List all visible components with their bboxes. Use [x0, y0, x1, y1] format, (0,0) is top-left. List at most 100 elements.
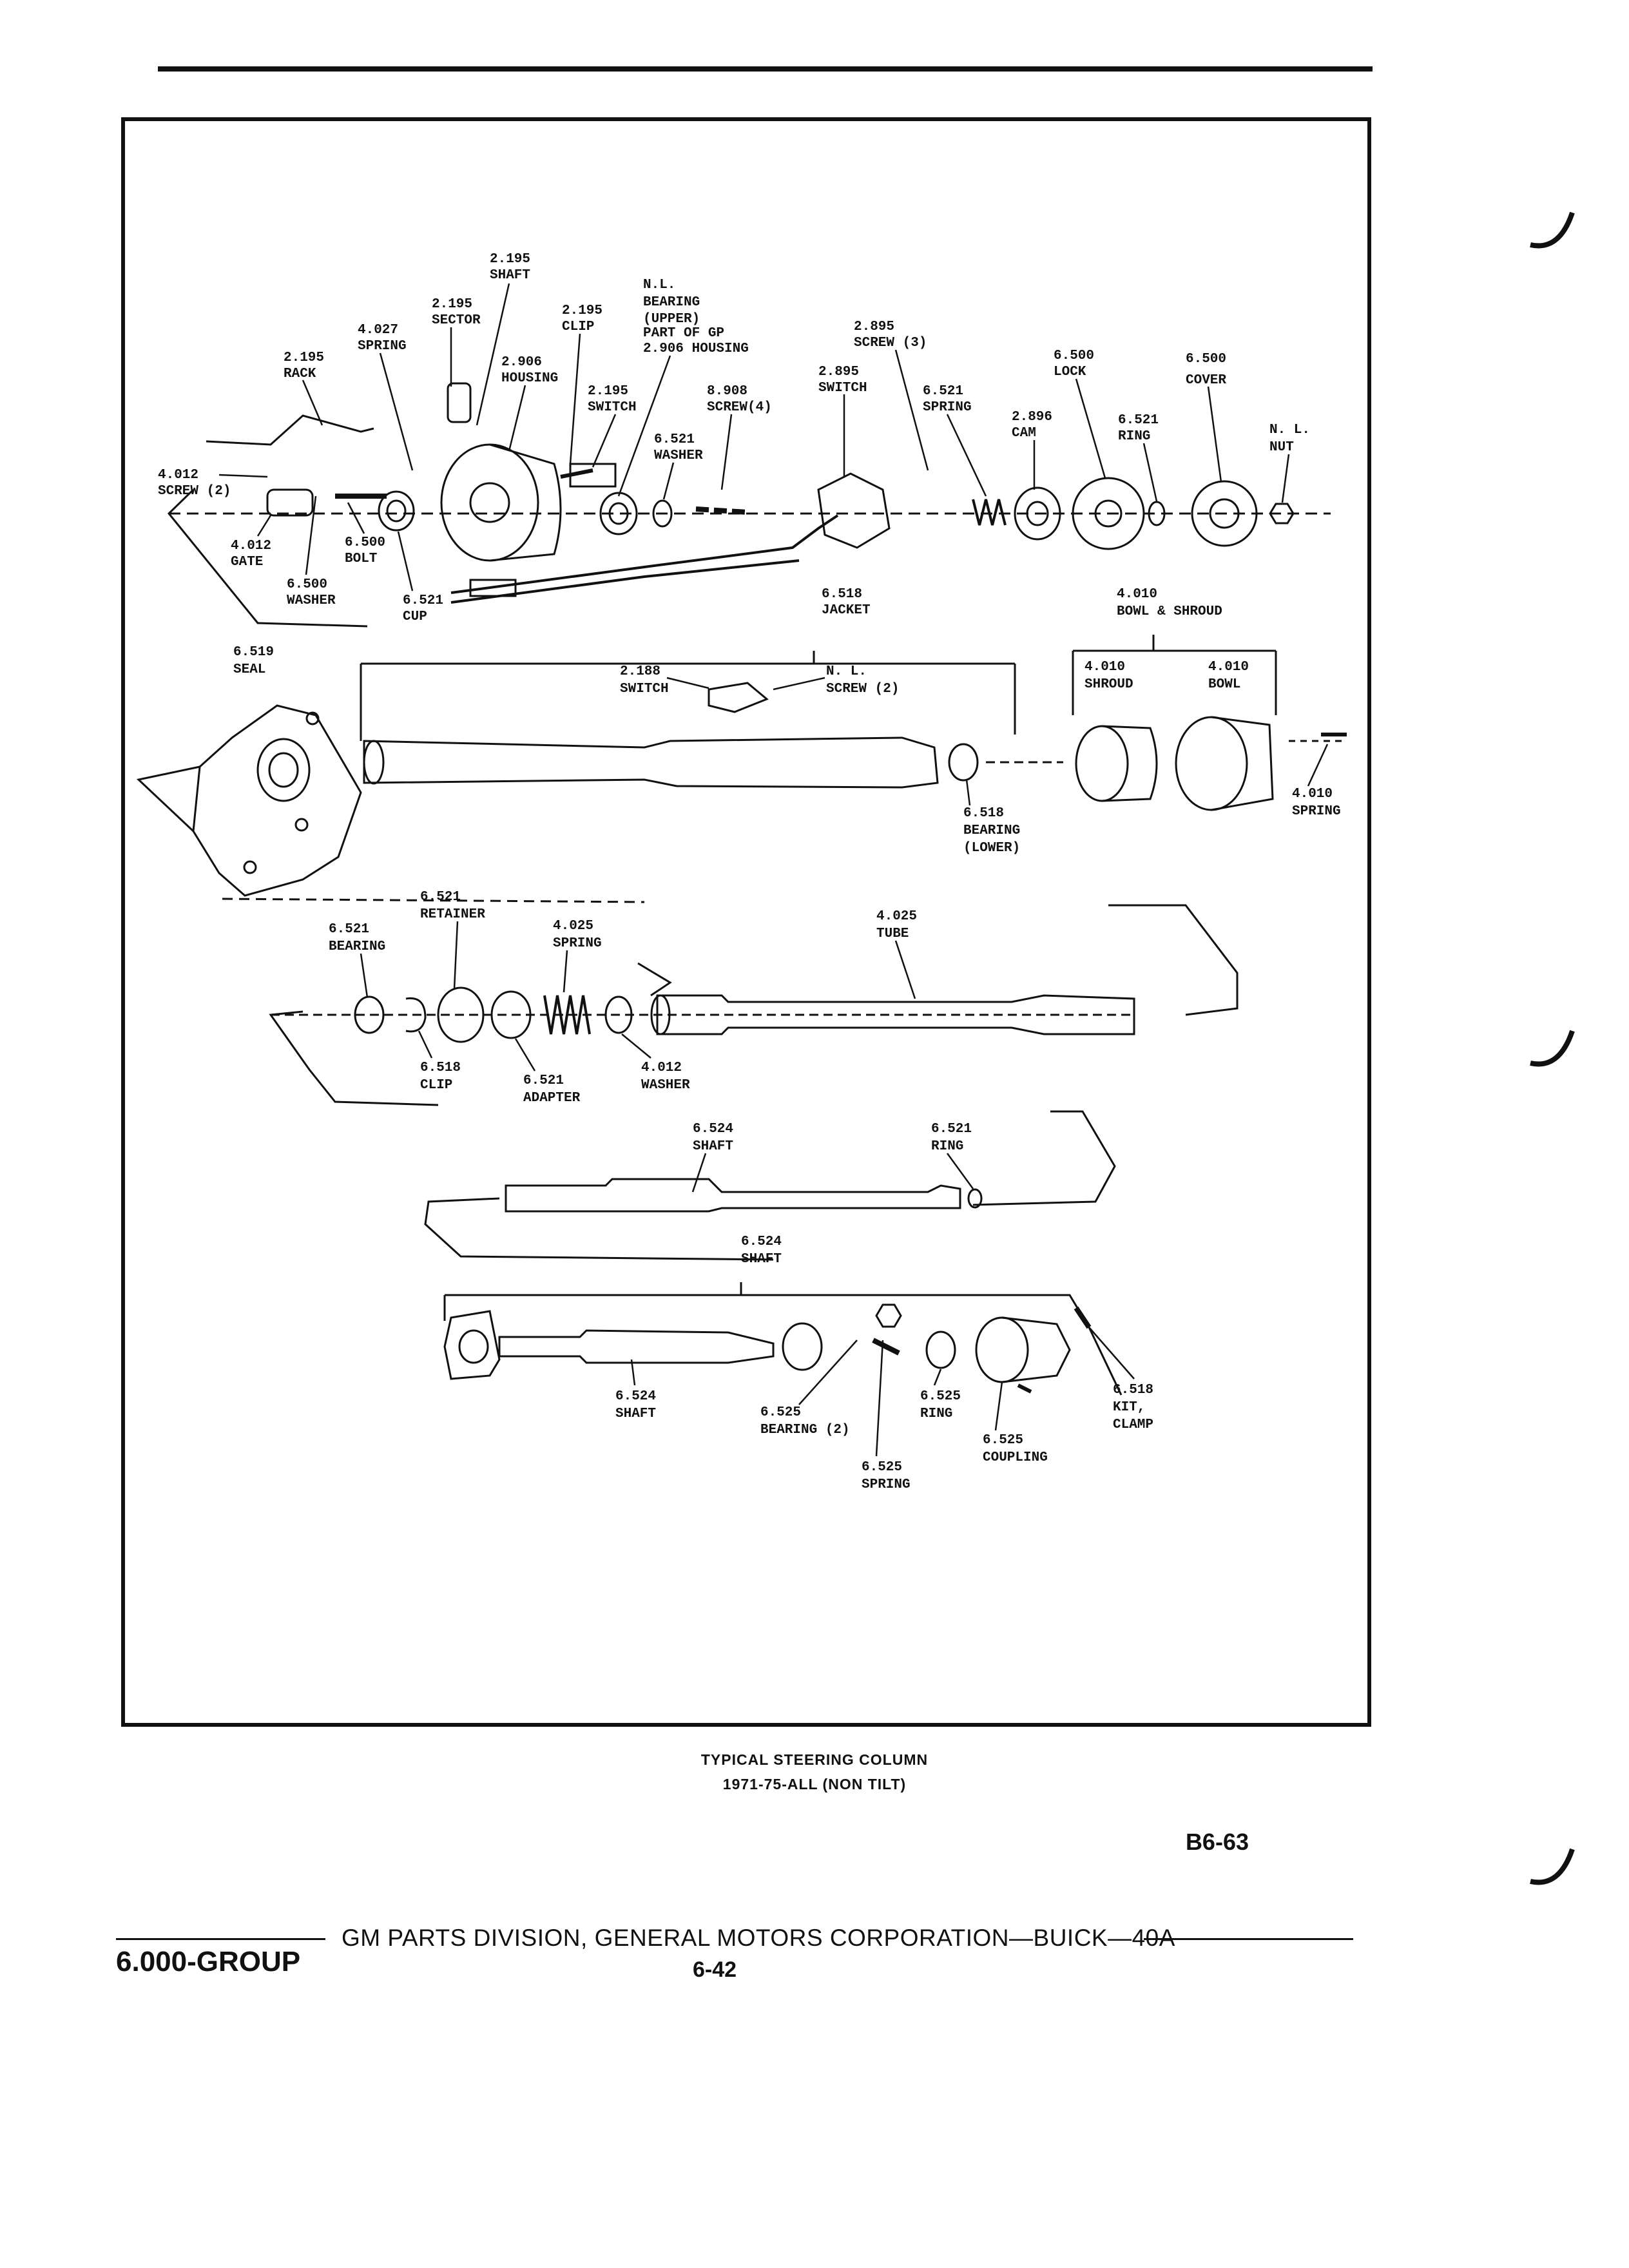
jacket-end	[363, 740, 385, 785]
label-spring1-num: 4.027	[358, 323, 398, 338]
label-bowl-shroud-name: BOWL & SHROUD	[1117, 604, 1222, 619]
label-cam-num: 2.896	[1012, 410, 1052, 425]
binding-mark-1	[1530, 211, 1575, 249]
leader-spring5	[875, 1340, 884, 1457]
label-clip2-name: CLIP	[420, 1078, 452, 1093]
label-cover-name: COVER	[1186, 373, 1226, 388]
shift-spring-part	[543, 995, 591, 1035]
label-shroud-num: 4.010	[1084, 660, 1125, 675]
label-sector-num: 2.195	[432, 297, 472, 312]
row3-right-bracket	[1108, 904, 1239, 1016]
leader-coupling	[994, 1381, 1003, 1431]
leader-upper-shaft	[691, 1153, 707, 1193]
label-washer1-num: 6.521	[654, 432, 695, 447]
label-bearing2b-name: BEARING (2)	[760, 1423, 850, 1437]
label-washer3-num: 4.012	[641, 1061, 682, 1075]
switch-small-part	[569, 463, 617, 488]
label-spring5-name: SPRING	[862, 1477, 911, 1492]
shroud-body	[1101, 725, 1158, 802]
leader-bearing-upper	[617, 355, 671, 497]
bearing-nut-part	[875, 1303, 902, 1328]
label-bearing-upper-note2: PART OF GP	[643, 326, 724, 341]
label-bearing-lower-num: 6.518	[963, 806, 1004, 821]
nut-part	[1269, 503, 1295, 524]
label-bearing2b-num: 6.525	[760, 1405, 801, 1420]
label-tube-name: TUBE	[876, 927, 909, 941]
cup-inner	[386, 499, 407, 523]
leader-retainer	[453, 921, 459, 990]
seal-hole-3	[305, 711, 320, 726]
clamp-bolt-part	[1074, 1306, 1092, 1329]
label-coupling-num: 6.525	[983, 1433, 1023, 1448]
leader-bolt	[347, 502, 365, 534]
binding-mark-3	[1530, 1848, 1575, 1885]
leader-washer1	[662, 462, 675, 500]
leader-gate	[256, 515, 272, 537]
label-switch1-name: SWITCH	[588, 400, 637, 415]
label-spring2-num: 6.521	[923, 384, 963, 399]
label-retainer-num: 6.521	[420, 890, 461, 905]
label-clip-num: 2.195	[562, 303, 602, 318]
shift-bearing-part	[354, 995, 385, 1034]
label-kit-num: 6.518	[1113, 1383, 1153, 1398]
coupling-ring-part	[925, 1331, 956, 1369]
label-gate-name: GATE	[231, 555, 263, 570]
coupling-spring-part	[872, 1338, 900, 1356]
label-shaft5-name: SHAFT	[741, 1252, 782, 1267]
label-bolt-num: 6.500	[345, 535, 385, 550]
label-adapter-num: 6.521	[523, 1073, 564, 1088]
seal-leader-frame	[136, 765, 200, 832]
footer-rule-left	[116, 1938, 325, 1940]
leader-housing	[508, 385, 526, 452]
housing-part	[440, 443, 539, 562]
label-spring1-name: SPRING	[358, 339, 407, 354]
label-washer1-name: WASHER	[654, 448, 703, 463]
label-gate-num: 4.012	[231, 539, 271, 553]
row4-right-bracket	[972, 1110, 1116, 1206]
row4-left-bracket	[424, 1197, 774, 1261]
leader-shaft	[476, 283, 510, 426]
diagram-frame	[121, 117, 1371, 1727]
row1-bracket	[167, 488, 368, 628]
label-bearing-upper-name: BEARING	[643, 295, 700, 310]
label-bearing-upper-note3: 2.906 HOUSING	[643, 341, 749, 356]
row2-connector	[222, 898, 645, 903]
leader-clip	[569, 333, 581, 465]
leader-ring2	[946, 1153, 974, 1189]
footer-page-number: 6-42	[693, 1957, 737, 1982]
leader-spring2	[946, 414, 987, 497]
sector-part	[447, 382, 472, 423]
label-screw2-name: SCREW (2)	[158, 484, 231, 499]
label-bearing3-name: BEARING	[329, 939, 385, 954]
wire-harness	[450, 514, 839, 594]
seal-plate-part	[192, 704, 362, 897]
label-sector-name: SECTOR	[432, 313, 481, 328]
label-lock-num: 6.500	[1054, 349, 1094, 363]
cover-part	[1191, 480, 1258, 547]
jacket-part	[363, 736, 939, 789]
label-upper-shaft-name: SHAFT	[693, 1139, 733, 1154]
label-jacket-num: 6.518	[822, 587, 862, 602]
leader-rack	[302, 380, 323, 426]
label-cup-num: 6.521	[403, 593, 443, 608]
label-bearing-upper-note1: (UPPER)	[643, 312, 700, 327]
label-screw2b-name: SCREW (2)	[826, 682, 899, 697]
label-housing-num: 2.906	[501, 355, 542, 370]
shift-tube-part	[656, 994, 1135, 1035]
cup-part	[378, 490, 415, 532]
leader-bearing3	[360, 953, 369, 998]
label-switch2-num: 2.895	[818, 365, 859, 380]
bearing-upper-inner	[608, 502, 629, 525]
lower-flange-bore	[458, 1329, 489, 1364]
rack-part	[206, 414, 374, 446]
top-rule	[158, 66, 1373, 72]
leader-shaft6	[630, 1359, 636, 1386]
leader-switch1	[592, 414, 617, 468]
cam-part	[1014, 486, 1061, 541]
label-tube-num: 4.025	[876, 909, 917, 924]
cam-inner	[1026, 501, 1049, 526]
label-upper-shaft-num: 6.524	[693, 1122, 733, 1137]
seal-hole-1	[294, 818, 309, 832]
clamp-nut-part	[1017, 1383, 1032, 1394]
label-shaft5-num: 6.524	[741, 1235, 782, 1249]
